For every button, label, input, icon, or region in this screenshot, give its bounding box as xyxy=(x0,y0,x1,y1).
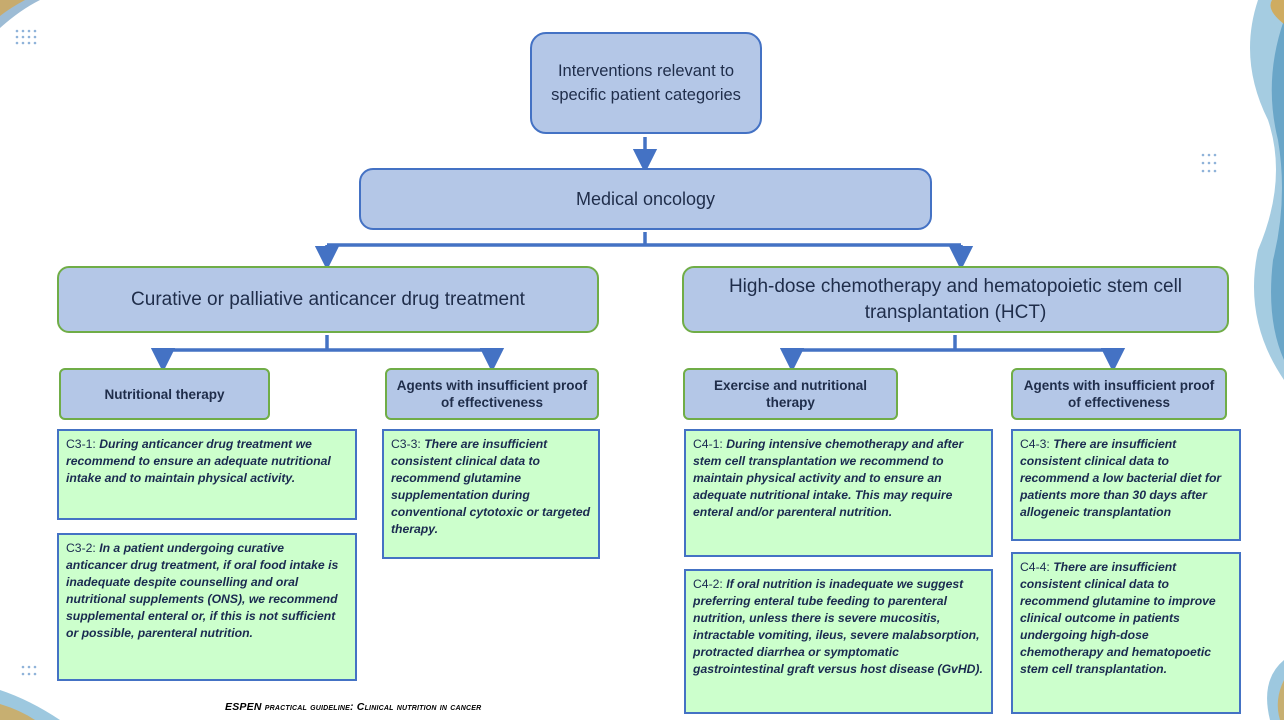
decorative-wave-top-left xyxy=(0,0,40,28)
recommendation-c3-3-id: C3-3: xyxy=(391,437,421,451)
recommendation-c4-4-text: There are insufficient consistent clinic… xyxy=(1020,560,1216,676)
category-left-insufficient-agents: Agents with insufficient proof of effect… xyxy=(385,368,599,420)
recommendation-c4-1: C4-1: During intensive chemotherapy and … xyxy=(684,429,993,557)
recommendation-c4-4-id: C4-4: xyxy=(1020,560,1050,574)
recommendation-c4-4: C4-4: There are insufficient consistent … xyxy=(1011,552,1241,714)
recommendation-c3-2-id: C3-2: xyxy=(66,541,96,555)
branch-right-node: High-dose chemotherapy and hematopoietic… xyxy=(682,266,1229,333)
footer-citation: ESPEN practical guideline: Clinical nutr… xyxy=(225,701,482,713)
recommendation-c3-1-id: C3-1: xyxy=(66,437,96,451)
recommendation-c4-1-text: During intensive chemotherapy and after … xyxy=(693,437,964,519)
branch-left-label: Curative or palliative anticancer drug t… xyxy=(131,288,525,310)
recommendation-c4-2: C4-2: If oral nutrition is inadequate we… xyxy=(684,569,993,714)
decorative-dots-bottom-left xyxy=(21,665,37,676)
recommendation-c3-1-text: During anticancer drug treatment we reco… xyxy=(66,437,331,485)
recommendation-c4-3: C4-3: There are insufficient consistent … xyxy=(1011,429,1241,541)
category-nutritional-therapy: Nutritional therapy xyxy=(59,368,270,420)
recommendation-c4-2-id: C4-2: xyxy=(693,577,723,591)
medical-oncology-label: Medical oncology xyxy=(575,188,716,209)
category-nutritional-therapy-label: Nutritional therapy xyxy=(104,386,225,402)
medical-oncology-node: Medical oncology xyxy=(359,168,932,230)
recommendation-c4-2-text: If oral nutrition is inadequate we sugge… xyxy=(693,577,983,676)
root-node-label: Interventions relevant to specific patie… xyxy=(551,62,741,104)
decorative-dots-right xyxy=(1201,153,1217,173)
branch-left-node: Curative or palliative anticancer drug t… xyxy=(57,266,599,333)
decorative-wave-right xyxy=(1250,0,1284,380)
branch-right-label: High-dose chemotherapy and hematopoietic… xyxy=(728,275,1183,323)
category-exercise-nutritional-therapy-label: Exercise and nutritional therapy xyxy=(713,378,868,410)
recommendation-c3-3: C3-3: There are insufficient consistent … xyxy=(382,429,600,559)
recommendation-c3-2: C3-2: In a patient undergoing curative a… xyxy=(57,533,357,681)
recommendation-c4-3-id: C4-3: xyxy=(1020,437,1050,451)
decorative-dots-top-left xyxy=(15,29,37,45)
recommendation-c3-2-text: In a patient undergoing curative antican… xyxy=(66,541,339,640)
decorative-wave-bottom-right xyxy=(1267,660,1284,720)
category-exercise-nutritional-therapy: Exercise and nutritional therapy xyxy=(683,368,898,420)
recommendation-c4-3-text: There are insufficient consistent clinic… xyxy=(1020,437,1222,519)
category-right-insufficient-agents: Agents with insufficient proof of effect… xyxy=(1011,368,1227,420)
decorative-wave-bottom-left xyxy=(0,690,60,720)
category-right-insufficient-agents-label: Agents with insufficient proof of effect… xyxy=(1023,378,1215,410)
category-left-insufficient-agents-label: Agents with insufficient proof of effect… xyxy=(396,378,588,410)
root-node: Interventions relevant to specific patie… xyxy=(530,32,762,134)
recommendation-c3-1: C3-1: During anticancer drug treatment w… xyxy=(57,429,357,520)
recommendation-c4-1-id: C4-1: xyxy=(693,437,723,451)
recommendation-c3-3-text: There are insufficient consistent clinic… xyxy=(391,437,591,536)
